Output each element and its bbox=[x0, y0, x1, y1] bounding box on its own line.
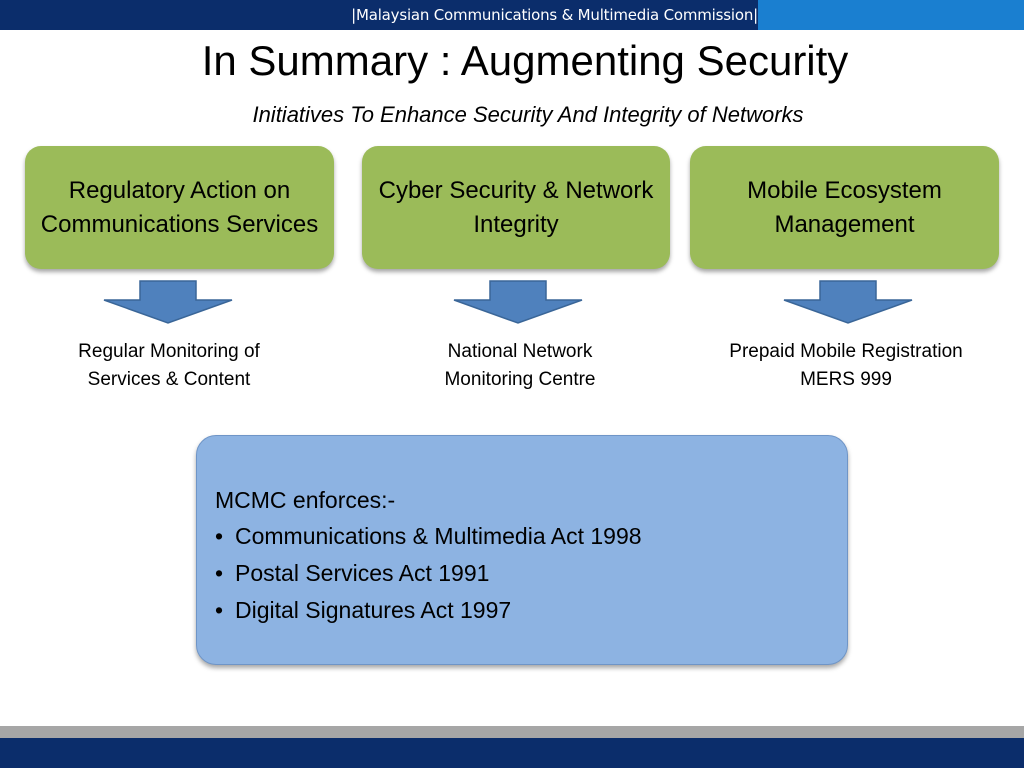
act-name: Digital Signatures Act 1997 bbox=[235, 597, 512, 623]
organization-name: |Malaysian Communications & Multimedia C… bbox=[351, 6, 758, 24]
list-item: • Digital Signatures Act 1997 bbox=[215, 592, 847, 629]
page-title: In Summary : Augmenting Security bbox=[201, 37, 849, 84]
enforcement-lead: MCMC enforces:- bbox=[215, 487, 396, 513]
initiative-box-cyber-security: Cyber Security & Network Integrity bbox=[362, 146, 670, 269]
outcome-line: MERS 999 bbox=[800, 369, 892, 390]
outcome-cyber-security: National Network Monitoring Centre bbox=[380, 338, 660, 394]
bullet-icon: • bbox=[215, 523, 224, 549]
bullet-icon: • bbox=[215, 560, 224, 586]
page-subtitle: Initiatives To Enhance Security And Inte… bbox=[252, 102, 804, 127]
outcome-line: Regular Monitoring of bbox=[78, 341, 260, 362]
top-bar-accent bbox=[758, 0, 1024, 30]
list-item: • Communications & Multimedia Act 1998 bbox=[215, 518, 847, 555]
down-arrow-icon bbox=[783, 280, 913, 324]
initiative-box-regulatory: Regulatory Action on Communications Serv… bbox=[25, 146, 334, 269]
initiative-box-mobile-ecosystem: Mobile Ecosystem Management bbox=[690, 146, 999, 269]
outcome-line: Services & Content bbox=[87, 369, 251, 390]
outcome-regulatory: Regular Monitoring of Services & Content bbox=[24, 338, 314, 394]
down-arrow-icon bbox=[103, 280, 233, 324]
initiative-label: Regulatory Action on Communications Serv… bbox=[40, 176, 319, 238]
outcome-line: Prepaid Mobile Registration bbox=[729, 341, 963, 362]
outcome-line: Monitoring Centre bbox=[444, 369, 596, 390]
initiative-label: Mobile Ecosystem Management bbox=[747, 176, 942, 238]
acts-list: • Communications & Multimedia Act 1998 •… bbox=[215, 518, 847, 629]
outcome-mobile-ecosystem: Prepaid Mobile Registration MERS 999 bbox=[696, 338, 996, 394]
outcome-line: National Network bbox=[447, 341, 593, 362]
footer-divider bbox=[0, 726, 1024, 738]
initiative-label: Cyber Security & Network Integrity bbox=[378, 176, 654, 238]
act-name: Communications & Multimedia Act 1998 bbox=[235, 523, 642, 549]
list-item: • Postal Services Act 1991 bbox=[215, 555, 847, 592]
enforcement-box: MCMC enforces:- • Communications & Multi… bbox=[196, 435, 848, 665]
act-name: Postal Services Act 1991 bbox=[235, 560, 490, 586]
down-arrow-icon bbox=[453, 280, 583, 324]
bullet-icon: • bbox=[215, 597, 224, 623]
bottom-bar bbox=[0, 738, 1024, 768]
